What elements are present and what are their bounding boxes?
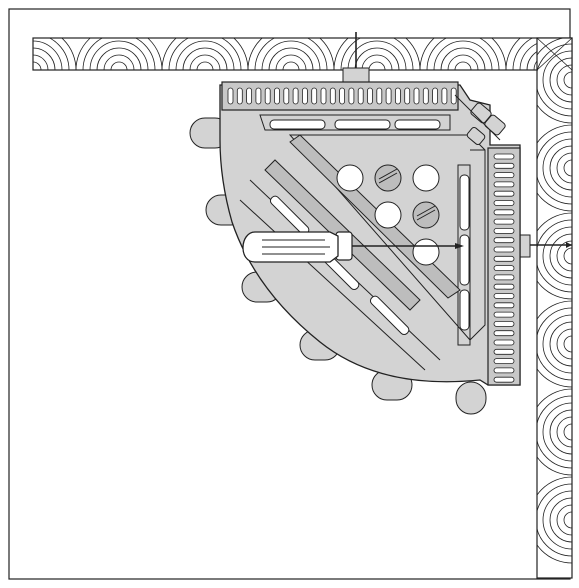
screwdriver-icon: [242, 231, 464, 263]
top-wall: [32, 37, 573, 71]
right-wall: [536, 37, 573, 579]
hinge-body: [189, 81, 521, 415]
